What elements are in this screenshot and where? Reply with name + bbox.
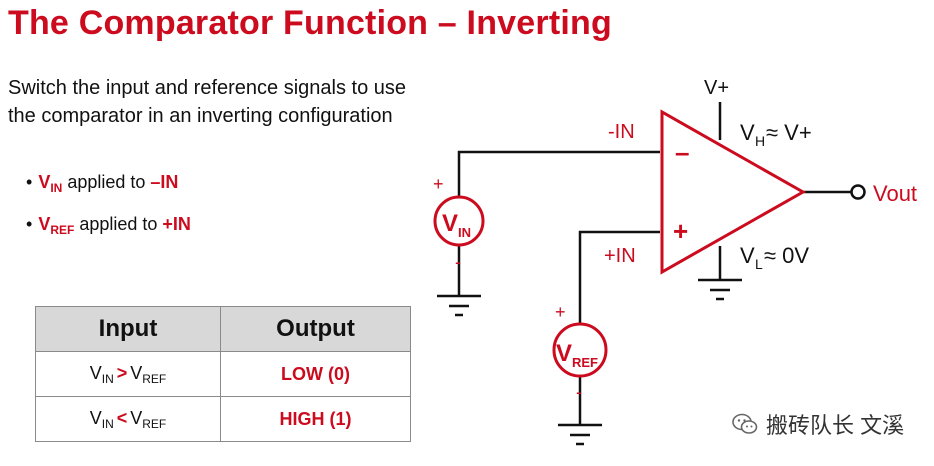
- input-a-sub: IN: [101, 371, 114, 386]
- vin-source: V IN + -: [433, 174, 485, 272]
- vref-source-icon: [552, 322, 608, 378]
- input-b-sub: REF: [142, 371, 167, 386]
- vl-main: V: [740, 243, 755, 268]
- vref-main: V: [556, 340, 572, 367]
- vref-minus: -: [576, 382, 582, 402]
- input-a-sub: IN: [101, 416, 114, 431]
- bullet-text: applied to: [62, 172, 151, 192]
- wechat-icon: [732, 413, 758, 434]
- comparison-operator: >: [116, 362, 128, 383]
- bullet-vin: •VIN applied to –IN: [26, 172, 178, 195]
- vref-plus: +: [555, 302, 566, 322]
- vin-source-icon: [433, 195, 485, 247]
- input-cell: VIN>VREF: [35, 351, 221, 397]
- vh-rest: ≈ V+: [766, 120, 812, 145]
- minus-sign: –: [675, 137, 689, 167]
- plus-input-label: +IN: [604, 245, 636, 267]
- bullet-text: applied to: [74, 214, 163, 234]
- input-b-sub: REF: [142, 416, 167, 431]
- comparator-triangle-icon: [660, 109, 807, 275]
- vplus-label: V+: [704, 77, 729, 99]
- wire-minus-input: [457, 150, 660, 197]
- vh-main: V: [740, 120, 755, 145]
- ground-icon: [558, 423, 602, 446]
- vl-label: V L ≈ 0V: [740, 243, 809, 272]
- circuit-wires: [457, 102, 852, 425]
- pin-name: –IN: [150, 172, 179, 192]
- plus-sign: +: [673, 216, 688, 246]
- output-cell: HIGH (1): [220, 396, 411, 442]
- vh-label: V H ≈ V+: [740, 120, 812, 149]
- bullet-dot: •: [26, 172, 33, 192]
- bullet-dot: •: [26, 214, 33, 234]
- signal-name: V: [38, 214, 51, 234]
- signal-subscript: IN: [50, 181, 63, 195]
- vl-sub: L: [755, 256, 763, 272]
- truth-table: Input Output VIN>VREF LOW (0) VIN<VREF H…: [35, 306, 411, 442]
- pin-name: +IN: [162, 214, 191, 234]
- minus-input-label: -IN: [608, 121, 635, 143]
- output-terminal-icon: [850, 184, 866, 200]
- wire-plus-input: [578, 230, 660, 325]
- vref-source: V REF + -: [552, 302, 608, 402]
- input-b: V: [130, 407, 143, 428]
- table-row: VIN>VREF LOW (0): [35, 351, 411, 397]
- signal-name: V: [38, 172, 51, 192]
- output-cell: LOW (0): [220, 351, 411, 397]
- vref-sub: REF: [572, 355, 598, 370]
- column-header-output: Output: [220, 306, 411, 352]
- watermark: 搬砖队长 文溪: [732, 408, 904, 440]
- vl-rest: ≈ 0V: [764, 243, 809, 268]
- intro-text: Switch the input and reference signals t…: [8, 77, 407, 127]
- table-row: VIN<VREF HIGH (1): [35, 396, 411, 442]
- signal-subscript: REF: [50, 223, 75, 237]
- input-a: V: [89, 407, 102, 428]
- vin-main: V: [442, 210, 458, 237]
- table-header-row: Input Output: [35, 306, 411, 352]
- watermark-text: 搬砖队长 文溪: [766, 413, 905, 438]
- vin-minus: -: [455, 252, 461, 272]
- ground-icon: [698, 278, 742, 301]
- page-title: The Comparator Function – Inverting: [8, 4, 612, 42]
- ground-icon: [437, 294, 481, 317]
- input-cell: VIN<VREF: [35, 396, 221, 442]
- comparison-operator: <: [116, 407, 128, 428]
- input-a: V: [89, 362, 102, 383]
- vin-plus: +: [433, 174, 444, 194]
- column-header-input: Input: [35, 306, 221, 352]
- vh-sub: H: [755, 133, 765, 149]
- vin-sub: IN: [458, 225, 471, 240]
- input-b: V: [130, 362, 143, 383]
- bullet-vref: •VREF applied to +IN: [26, 214, 191, 237]
- vout-label: Vout: [873, 181, 917, 206]
